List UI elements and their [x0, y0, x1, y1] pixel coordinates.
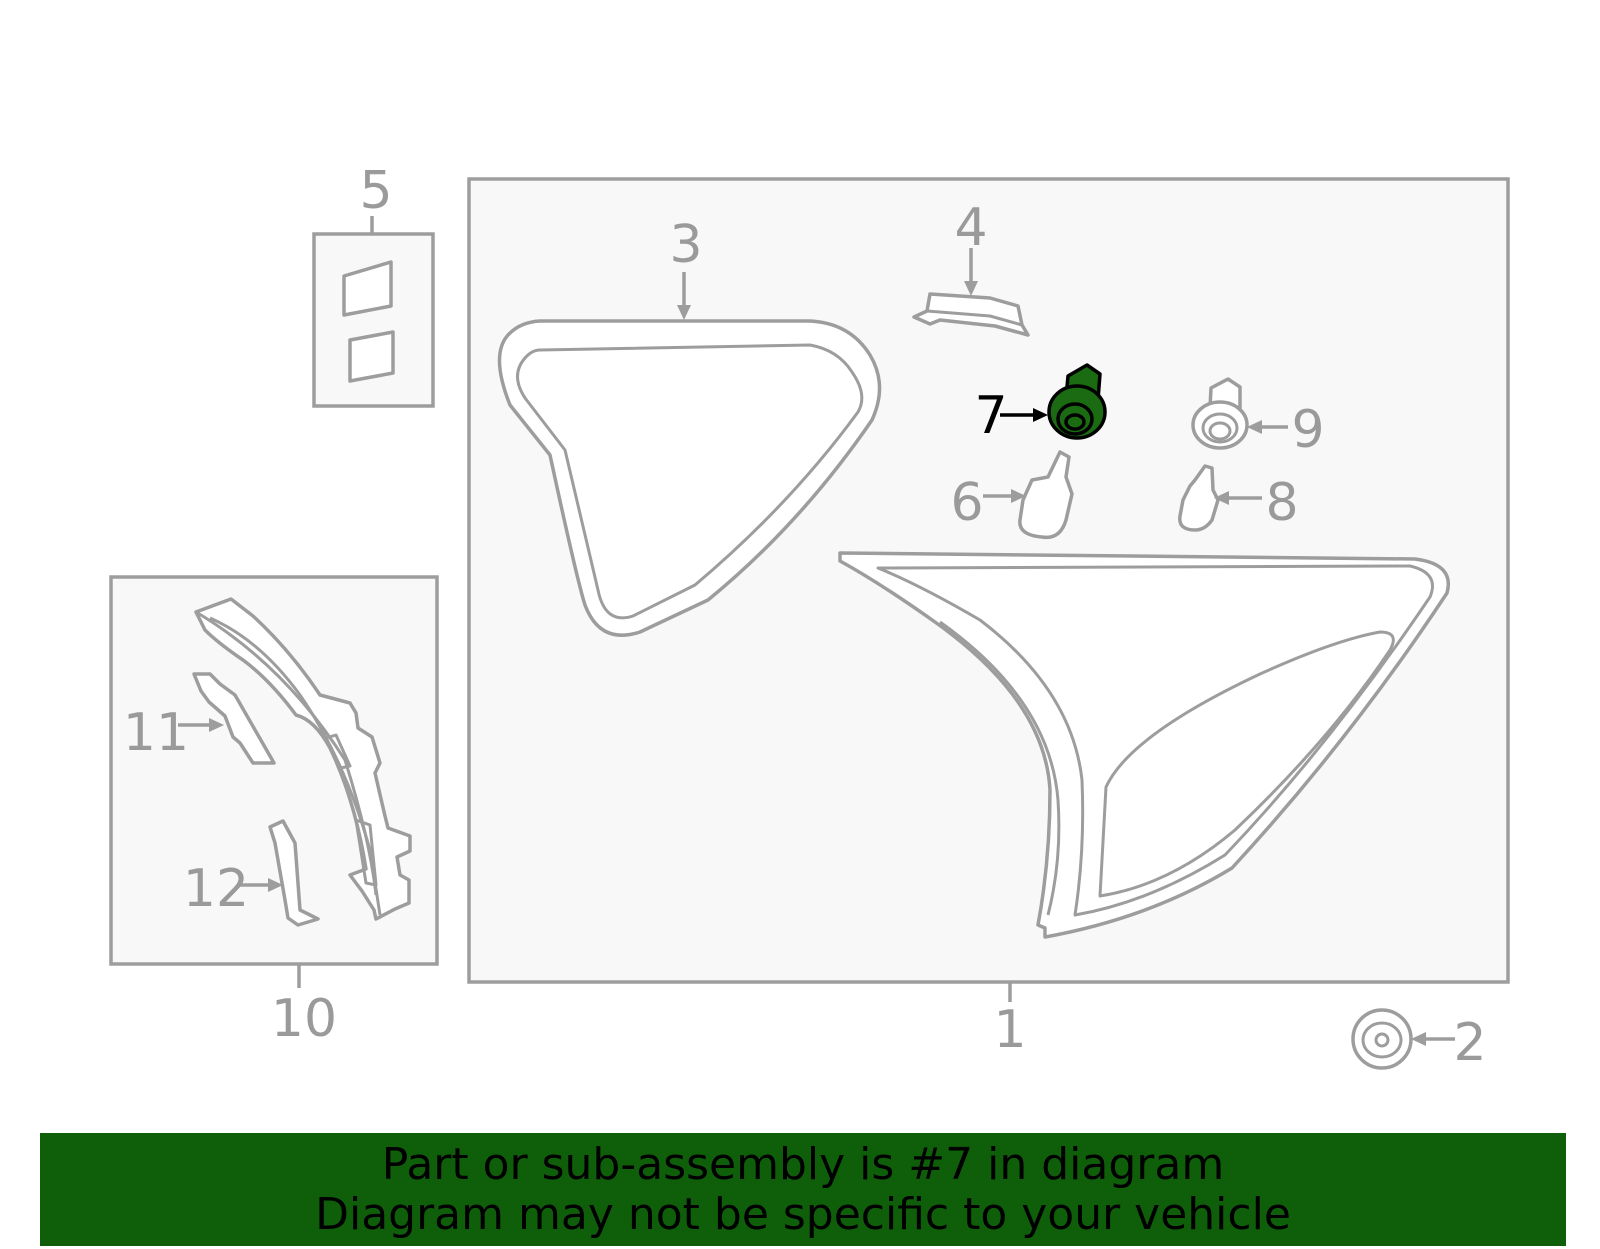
part-9-bulb-socket — [1191, 377, 1249, 450]
banner-line-disclaimer: Diagram may not be specific to your vehi… — [315, 1188, 1291, 1240]
leader-lines — [178, 216, 1455, 1046]
callout-12[interactable]: 12 — [183, 859, 249, 919]
part-2-grommet — [1351, 1008, 1413, 1070]
callout-1[interactable]: 1 — [993, 1000, 1026, 1060]
callout-6[interactable]: 6 — [950, 473, 983, 533]
callout-11[interactable]: 11 — [123, 703, 189, 763]
callout-9[interactable]: 9 — [1291, 400, 1324, 460]
part-12-clip — [268, 819, 320, 927]
part-6-socket — [1018, 450, 1074, 540]
callout-5[interactable]: 5 — [359, 161, 392, 221]
part-7-highlighted[interactable] — [1047, 363, 1107, 440]
part-8-bulb — [1178, 464, 1220, 532]
part-5-pads — [342, 260, 395, 383]
part-11-clip — [192, 672, 276, 765]
part-4-bracket — [912, 292, 1030, 337]
callout-7[interactable]: 7 — [974, 386, 1007, 446]
part-1-tail-lamp — [838, 551, 1450, 939]
banner-line-part: Part or sub-assembly is #7 in diagram — [381, 1138, 1225, 1190]
callout-3[interactable]: 3 — [669, 215, 702, 275]
callout-4[interactable]: 4 — [954, 198, 987, 258]
callout-2[interactable]: 2 — [1453, 1013, 1486, 1073]
part-10-bracket — [194, 597, 412, 921]
callout-10[interactable]: 10 — [271, 989, 337, 1049]
assembly-box-5 — [312, 232, 435, 408]
callout-8[interactable]: 8 — [1265, 473, 1298, 533]
info-banner: Part or sub-assembly is #7 in diagram Di… — [40, 1133, 1566, 1246]
part-3-gasket — [497, 319, 882, 637]
